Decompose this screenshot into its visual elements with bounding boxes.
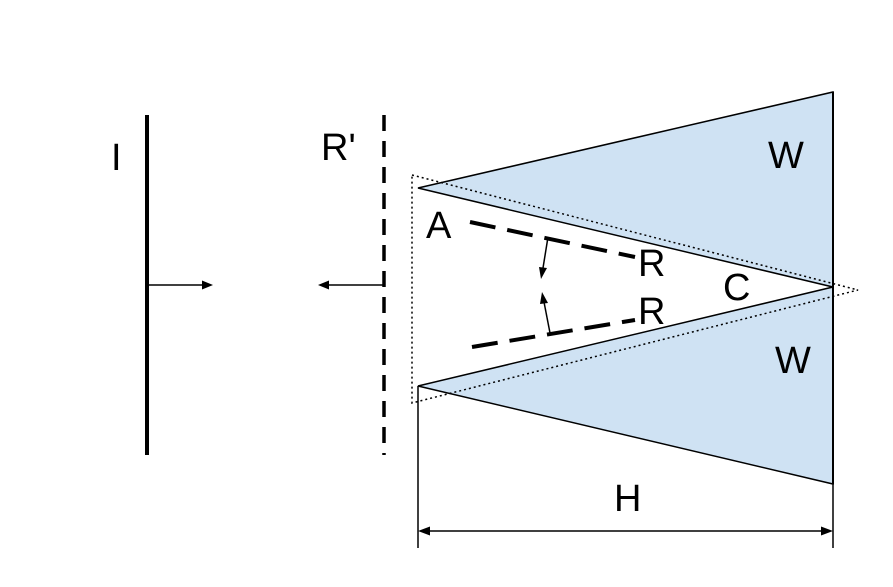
ray-upper-line — [469, 220, 636, 259]
ray-lower-line — [471, 318, 636, 349]
ray-lower-label: R — [638, 291, 665, 333]
ray-upper-label: R — [638, 243, 665, 285]
wedge-bottom-label: W — [775, 340, 811, 382]
height-label: H — [614, 478, 641, 520]
incident-wave-label: I — [111, 137, 122, 179]
point-a-label: A — [426, 205, 452, 247]
angle-arrowhead-down — [539, 267, 547, 279]
angle-arrow-up — [543, 301, 551, 334]
reflected-arrowhead — [318, 280, 329, 290]
incident-arrowhead — [202, 280, 213, 290]
angle-arrow-down — [542, 236, 549, 269]
point-c-label: C — [723, 267, 750, 309]
wedge-top-label: W — [768, 135, 804, 177]
wedge-top — [417, 91, 834, 288]
reflected-wave-label: R' — [321, 127, 356, 169]
dotted-construction-triangle — [411, 174, 859, 404]
angle-arrowhead-up — [540, 292, 548, 304]
dimension-arrowhead-left — [418, 526, 430, 536]
dimension-arrowhead-right — [821, 526, 833, 536]
